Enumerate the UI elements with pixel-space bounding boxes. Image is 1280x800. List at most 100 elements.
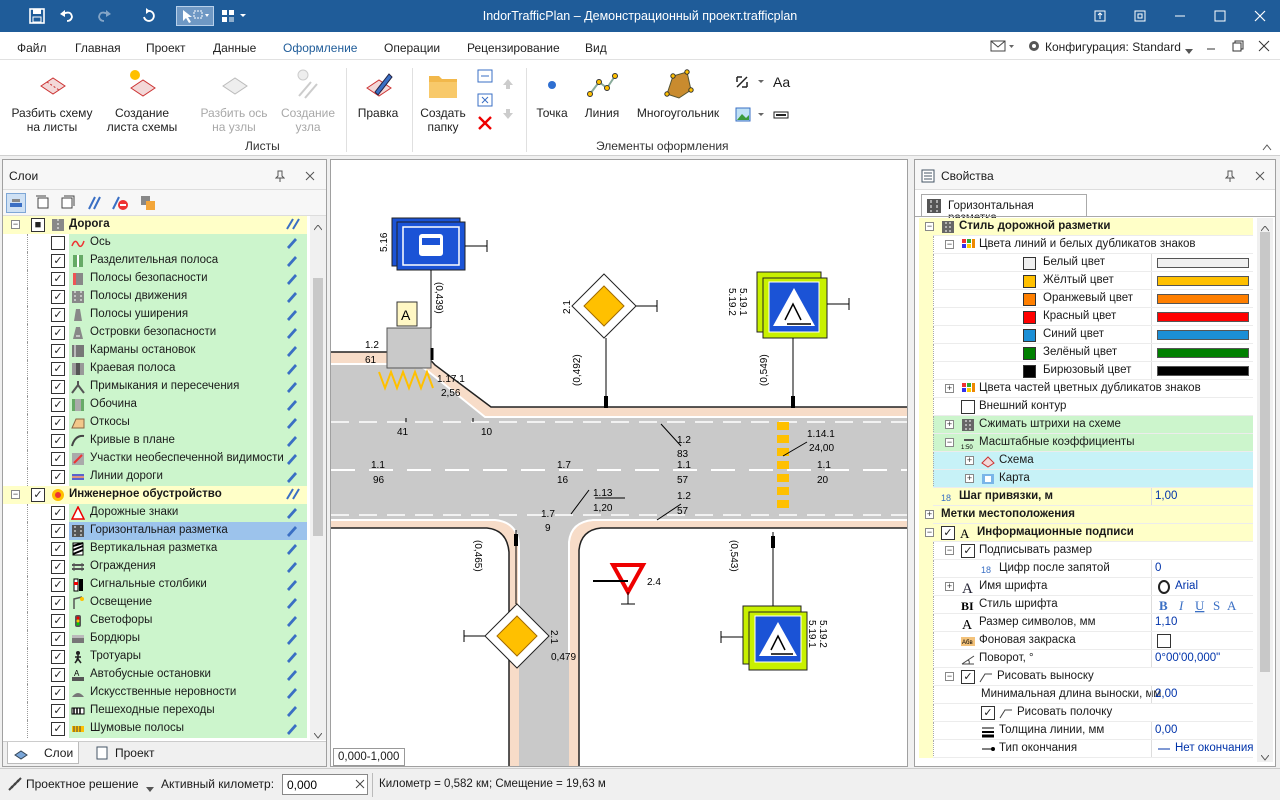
layer-checkbox[interactable]: ✓ bbox=[51, 416, 65, 430]
layer-group-checkbox[interactable]: ■ bbox=[31, 218, 45, 232]
layer-checkbox[interactable]: ✓ bbox=[51, 398, 65, 412]
pencil-icon[interactable] bbox=[285, 433, 299, 447]
pencil-icon[interactable] bbox=[285, 685, 299, 699]
menu-view[interactable]: Вид bbox=[585, 41, 607, 55]
layer-checkbox[interactable]: ✓ bbox=[51, 272, 65, 286]
layer-row[interactable]: ✓Шумовые полосы bbox=[3, 720, 307, 738]
map-canvas[interactable]: 5.16 (0,439) 2.1 (0,492) 5.19.1 5.19.2 (… bbox=[330, 159, 908, 767]
property-value[interactable]: 0°00'00,000" bbox=[1155, 652, 1221, 664]
close-panel-icon[interactable] bbox=[305, 170, 315, 184]
color-swatch-orange[interactable] bbox=[1157, 294, 1249, 304]
clear-input-icon[interactable] bbox=[355, 778, 365, 792]
config-dropdown[interactable]: Конфигурация: Standard bbox=[1045, 40, 1181, 54]
pencil-icon[interactable] bbox=[285, 505, 299, 519]
scroll-down-icon[interactable] bbox=[1260, 750, 1270, 764]
sign-2-1-bottom[interactable] bbox=[463, 530, 550, 669]
pencil-icon[interactable] bbox=[285, 613, 299, 627]
layer-checkbox[interactable]: ✓ bbox=[51, 434, 65, 448]
properties-tab[interactable]: Горизонтальная разметка bbox=[921, 194, 1087, 224]
move-icon[interactable] bbox=[476, 92, 494, 111]
maximize-icon[interactable] bbox=[1200, 0, 1240, 32]
pencil-icon[interactable] bbox=[285, 595, 299, 609]
edit-layer-icon[interactable] bbox=[285, 487, 300, 501]
pencil-icon[interactable] bbox=[285, 361, 299, 375]
collapse-icon[interactable]: − bbox=[11, 219, 20, 229]
select-tool-icon[interactable] bbox=[176, 6, 214, 26]
active-km-input[interactable] bbox=[282, 774, 368, 795]
split-axis-button[interactable]: Разбить ось на узлы bbox=[192, 68, 276, 134]
property-row-green[interactable]: Зелёный цвет bbox=[919, 344, 1253, 362]
pencil-icon[interactable] bbox=[285, 703, 299, 717]
property-row-white[interactable]: Белый цвет bbox=[919, 254, 1253, 272]
collapse-icon[interactable]: − bbox=[945, 239, 954, 249]
layer-row[interactable]: ✓Карманы остановок bbox=[3, 342, 307, 360]
property-value[interactable]: Нет окончания bbox=[1175, 742, 1254, 754]
menu-file[interactable]: Файл bbox=[17, 41, 47, 55]
pencil-icon[interactable] bbox=[285, 721, 299, 735]
layer-group-row[interactable]: −✓Инженерное обустройство bbox=[3, 486, 307, 504]
layer-checkbox[interactable]: ✓ bbox=[51, 470, 65, 484]
expand-icon[interactable]: + bbox=[945, 581, 954, 591]
layer-row[interactable]: ✓Участки необеспеченной видимости bbox=[3, 450, 307, 468]
pencil-icon[interactable] bbox=[285, 397, 299, 411]
property-row-yellow[interactable]: Жёлтый цвет bbox=[919, 272, 1253, 290]
arrow-up-icon[interactable] bbox=[502, 78, 514, 93]
create-node-button[interactable]: Создание узла bbox=[278, 68, 338, 134]
image-icon[interactable] bbox=[734, 106, 768, 127]
pencil-icon[interactable] bbox=[285, 631, 299, 645]
layer-row[interactable]: ✓Горизонтальная разметка bbox=[3, 522, 307, 540]
property-row-leader[interactable]: −✓Рисовать выноску bbox=[919, 668, 1253, 686]
property-checkbox[interactable]: ✓ bbox=[961, 544, 975, 558]
property-row-sign-size[interactable]: −✓Подписывать размер bbox=[919, 542, 1253, 560]
collapse-icon[interactable]: − bbox=[925, 527, 934, 537]
mail-icon[interactable] bbox=[990, 39, 1016, 56]
layer-checkbox[interactable]: ✓ bbox=[51, 722, 65, 736]
layer-row[interactable]: ✓Дорожные знаки bbox=[3, 504, 307, 522]
collapse-icon[interactable]: − bbox=[945, 545, 954, 555]
property-row-outline[interactable]: Внешний контур bbox=[919, 398, 1253, 416]
pencil-icon[interactable] bbox=[285, 541, 299, 555]
property-row-red[interactable]: Красный цвет bbox=[919, 308, 1253, 326]
property-row-rotation[interactable]: Поворот, °0°00'00,000" bbox=[919, 650, 1253, 668]
layer-row[interactable]: ✓Краевая полоса bbox=[3, 360, 307, 378]
layer-checkbox[interactable]: ✓ bbox=[51, 326, 65, 340]
layer-checkbox[interactable]: ✓ bbox=[51, 668, 65, 682]
layer-checkbox[interactable]: ✓ bbox=[51, 380, 65, 394]
property-row-scheme[interactable]: +Схема bbox=[919, 452, 1253, 470]
layer-checkbox[interactable]: ✓ bbox=[51, 308, 65, 322]
pencil-icon[interactable] bbox=[285, 289, 299, 303]
close-window-icon[interactable] bbox=[1240, 0, 1280, 32]
layer-row[interactable]: ✓Откосы bbox=[3, 414, 307, 432]
gear-icon[interactable] bbox=[1027, 39, 1041, 56]
property-row-blue[interactable]: Синий цвет bbox=[919, 326, 1253, 344]
layout-icon[interactable] bbox=[219, 6, 249, 26]
layer-checkbox[interactable]: ✓ bbox=[51, 524, 65, 538]
layer-checkbox[interactable]: ✓ bbox=[51, 542, 65, 556]
property-value[interactable]: 1,10 bbox=[1155, 616, 1178, 628]
pencil-icon[interactable] bbox=[285, 469, 299, 483]
stop-edit-icon[interactable] bbox=[111, 195, 129, 214]
collapse-icon[interactable]: − bbox=[945, 671, 954, 681]
collapse-icon[interactable]: − bbox=[11, 489, 20, 499]
minimize-icon[interactable] bbox=[1160, 0, 1200, 32]
pin-icon[interactable] bbox=[274, 170, 286, 185]
layer-checkbox[interactable]: ✓ bbox=[51, 686, 65, 700]
layer-row[interactable]: ✓Освещение bbox=[3, 594, 307, 612]
layer-style-icon[interactable] bbox=[139, 194, 157, 215]
collapse-icon[interactable]: − bbox=[945, 437, 954, 447]
pencil-icon[interactable] bbox=[285, 577, 299, 591]
layers-filter-icon[interactable] bbox=[6, 193, 26, 213]
property-checkbox[interactable]: ✓ bbox=[981, 706, 995, 720]
expand-icon[interactable]: + bbox=[945, 383, 954, 393]
sign-5-19-1-bottom[interactable] bbox=[720, 532, 808, 671]
tab-project[interactable]: Проект bbox=[89, 742, 169, 764]
chevron-down-icon[interactable] bbox=[146, 782, 154, 796]
property-value[interactable]: Arial bbox=[1175, 580, 1199, 592]
property-value[interactable]: 2,00 bbox=[1155, 688, 1178, 700]
